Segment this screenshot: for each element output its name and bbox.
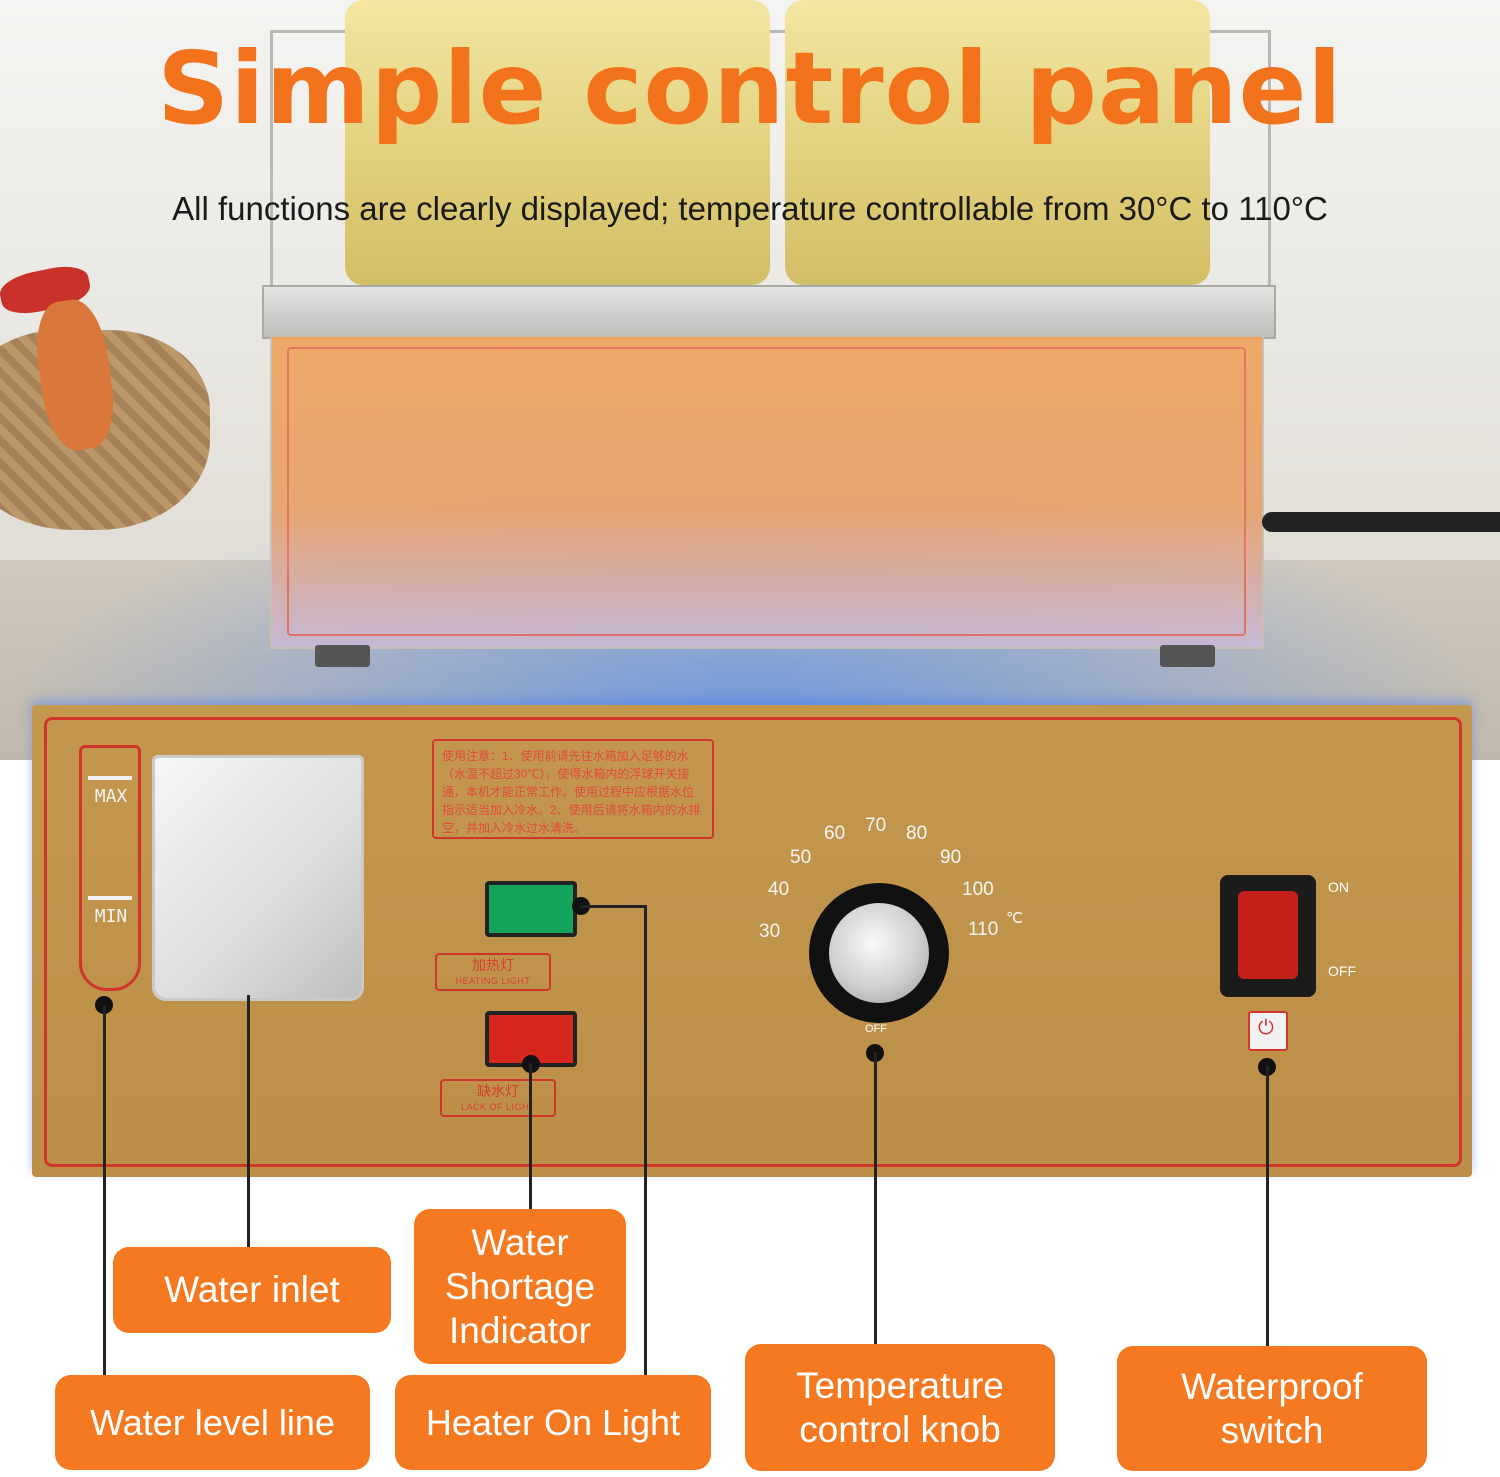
panel-border	[44, 717, 1462, 1167]
bamboo-steamer-right	[785, 0, 1210, 285]
switch-off-label: OFF	[1328, 963, 1356, 979]
rocker-switch[interactable]	[1220, 875, 1316, 997]
bamboo-steamer-left	[345, 0, 770, 285]
water-inlet-cover[interactable]	[152, 755, 364, 1001]
switch-leader	[1266, 1066, 1269, 1346]
max-mark	[88, 776, 132, 780]
lack-light-lamp	[485, 1011, 577, 1067]
water-inlet-leader	[247, 995, 250, 1247]
machine-foot-right	[1160, 645, 1215, 667]
control-panel-closeup: MAX MIN 使用注意：1、使用前请先往水箱加入足够的水（水温不超过30℃），…	[32, 705, 1472, 1177]
callout-heater-on: Heater On Light	[395, 1375, 711, 1470]
knob-tick: 50	[790, 847, 812, 868]
usage-notice: 使用注意：1、使用前请先往水箱加入足够的水（水温不超过30℃），使得水箱内的浮球…	[432, 739, 714, 839]
page-title: Simple control panel	[157, 30, 1343, 147]
min-label: MIN	[94, 906, 128, 927]
power-cord	[1262, 512, 1500, 532]
callout-water-level-line: Water level line	[55, 1375, 370, 1470]
knob-tick: 70	[865, 815, 887, 836]
knob-tick: 110	[968, 919, 999, 940]
callout-water-inlet: Water inlet	[113, 1247, 391, 1333]
switch-on-label: ON	[1328, 879, 1349, 895]
rocker-switch-button[interactable]	[1238, 891, 1298, 979]
max-label: MAX	[94, 786, 128, 807]
heating-light-en: HEATING LIGHT	[455, 976, 531, 986]
knob-off-label: OFF	[865, 1023, 887, 1035]
heater-leader-v	[644, 905, 647, 1375]
knob-tick: 40	[768, 879, 790, 900]
heating-light-label: 加热灯 HEATING LIGHT	[435, 953, 551, 991]
water-level-gauge: MAX MIN	[79, 745, 141, 991]
knob-tick: 60	[824, 823, 846, 844]
water-level-leader	[103, 1005, 106, 1380]
temperature-knob[interactable]	[809, 883, 949, 1023]
steamer-machine-body	[270, 335, 1264, 649]
heating-light-lamp	[485, 881, 577, 937]
heating-light-cn: 加热灯	[472, 957, 514, 973]
knob-cap	[829, 903, 929, 1003]
knob-leader	[874, 1052, 877, 1344]
lack-light-en: LACK OF LIGHT	[460, 1102, 535, 1112]
lack-light-cn: 缺水灯	[477, 1083, 519, 1099]
machine-panel-outline	[287, 347, 1246, 636]
lack-light-label: 缺水灯 LACK OF LIGHT	[440, 1079, 556, 1117]
power-icon-badge: ⏻	[1248, 1011, 1288, 1051]
knob-tick: 90	[940, 847, 962, 868]
machine-foot-left	[315, 645, 370, 667]
callout-temp-knob: Temperature control knob	[745, 1344, 1055, 1471]
min-mark	[88, 896, 132, 900]
knob-tick: 80	[906, 823, 928, 844]
steamer-frame	[270, 30, 1271, 293]
knob-unit: ℃	[1006, 910, 1023, 927]
knob-tick: 30	[759, 921, 781, 942]
callout-waterproof-switch: Waterproof switch	[1117, 1346, 1427, 1471]
shortage-leader	[529, 1063, 532, 1210]
heater-leader-h	[580, 905, 646, 908]
knob-tick: 100	[962, 879, 994, 900]
callout-water-shortage: Water Shortage Indicator	[414, 1209, 626, 1364]
page-subtitle: All functions are clearly displayed; tem…	[172, 190, 1328, 227]
power-icon: ⏻	[1258, 1017, 1274, 1039]
steamer-tray	[262, 285, 1276, 339]
